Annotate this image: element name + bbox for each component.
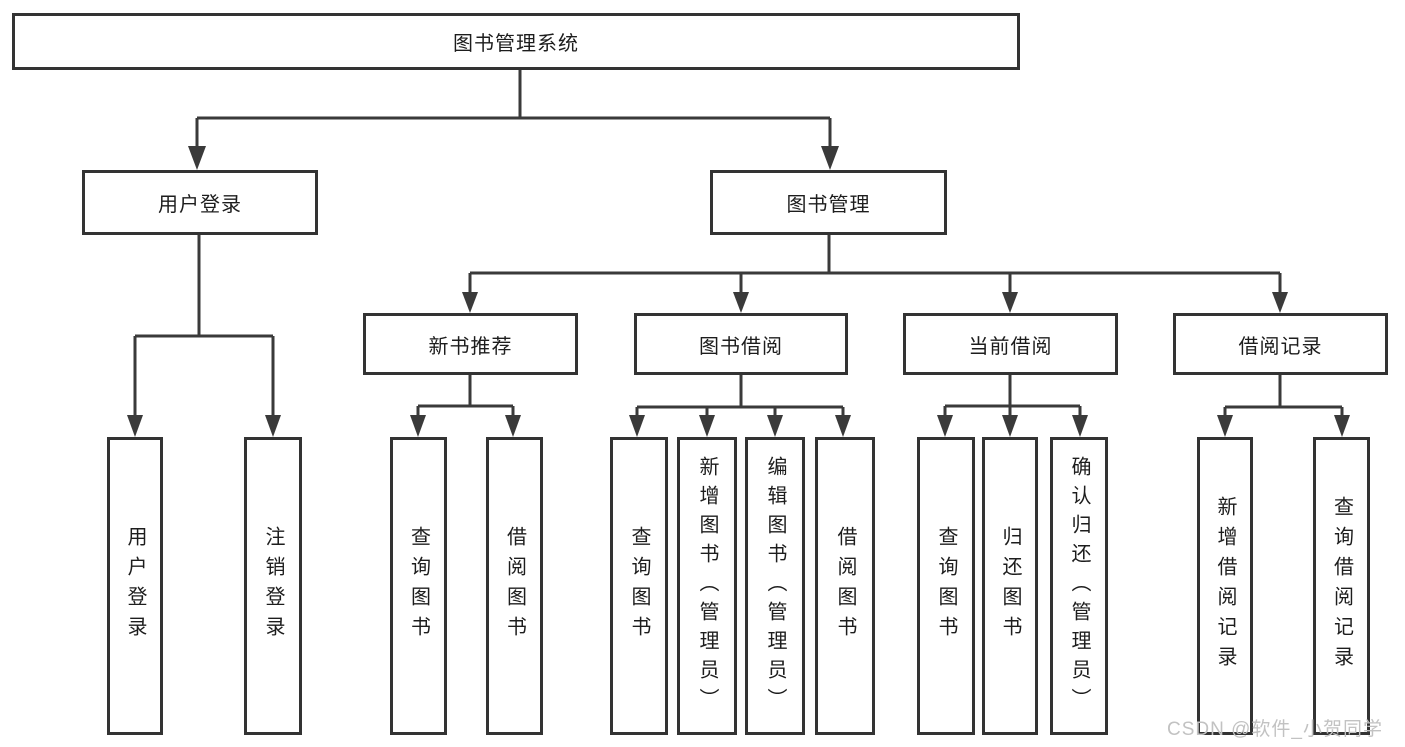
node-user-login-label: 用户登录 (158, 194, 242, 216)
node-library-system-label: 图书管理系统 (453, 33, 579, 55)
leaf-user-login-label: 用户登录 (124, 526, 146, 646)
leaf-recommend-query-books-label: 查询图书 (407, 526, 430, 646)
leaf-current-confirm-return-admin-label: 确认归还（管理员） (1068, 455, 1090, 717)
leaf-recommend-borrow-books: 借阅图书 (486, 437, 543, 735)
node-user-login: 用户登录 (82, 170, 318, 235)
node-current-borrowing: 当前借阅 (903, 313, 1118, 375)
leaf-user-login: 用户登录 (107, 437, 163, 735)
leaf-current-return-books: 归还图书 (982, 437, 1038, 735)
node-new-book-recommend-label: 新书推荐 (428, 335, 513, 358)
leaf-current-query-books: 查询图书 (917, 437, 975, 735)
node-book-borrowing-label: 图书借阅 (699, 335, 783, 358)
leaf-records-add-borrow-record: 新增借阅记录 (1197, 437, 1253, 735)
node-new-book-recommend: 新书推荐 (363, 313, 578, 375)
leaf-logout: 注销登录 (244, 437, 302, 735)
leaf-borrowing-edit-books-admin: 编辑图书（管理员） (745, 437, 805, 735)
node-borrow-records: 借阅记录 (1173, 313, 1388, 375)
leaf-borrowing-query-books: 查询图书 (610, 437, 668, 735)
leaf-recommend-query-books: 查询图书 (390, 437, 447, 735)
leaf-borrowing-add-books-admin: 新增图书（管理员） (677, 437, 737, 735)
leaf-records-add-borrow-record-label: 新增借阅记录 (1214, 496, 1236, 676)
leaf-borrowing-edit-books-admin-label: 编辑图书（管理员） (764, 455, 786, 717)
leaf-current-confirm-return-admin: 确认归还（管理员） (1050, 437, 1108, 735)
leaf-records-query-borrow-record-label: 查询借阅记录 (1330, 496, 1353, 676)
leaf-current-return-books-label: 归还图书 (999, 526, 1021, 646)
leaf-logout-label: 注销登录 (262, 526, 284, 646)
node-borrow-records-label: 借阅记录 (1238, 335, 1323, 358)
node-book-management: 图书管理 (710, 170, 947, 235)
arrowheads (127, 146, 1350, 437)
leaf-recommend-borrow-books-label: 借阅图书 (503, 526, 526, 646)
node-library-system: 图书管理系统 (12, 13, 1020, 70)
leaf-current-query-books-label: 查询图书 (935, 526, 957, 646)
leaf-borrowing-borrow-books-label: 借阅图书 (834, 526, 856, 646)
leaf-borrowing-query-books-label: 查询图书 (628, 526, 650, 646)
leaf-borrowing-borrow-books: 借阅图书 (815, 437, 875, 735)
node-current-borrowing-label: 当前借阅 (968, 335, 1053, 358)
leaf-borrowing-add-books-admin-label: 新增图书（管理员） (696, 455, 718, 717)
node-book-borrowing: 图书借阅 (634, 313, 848, 375)
node-book-management-label: 图书管理 (786, 194, 871, 216)
leaf-records-query-borrow-record: 查询借阅记录 (1313, 437, 1370, 735)
csdn-watermark: CSDN @软件_小贺同学 (1167, 719, 1383, 740)
